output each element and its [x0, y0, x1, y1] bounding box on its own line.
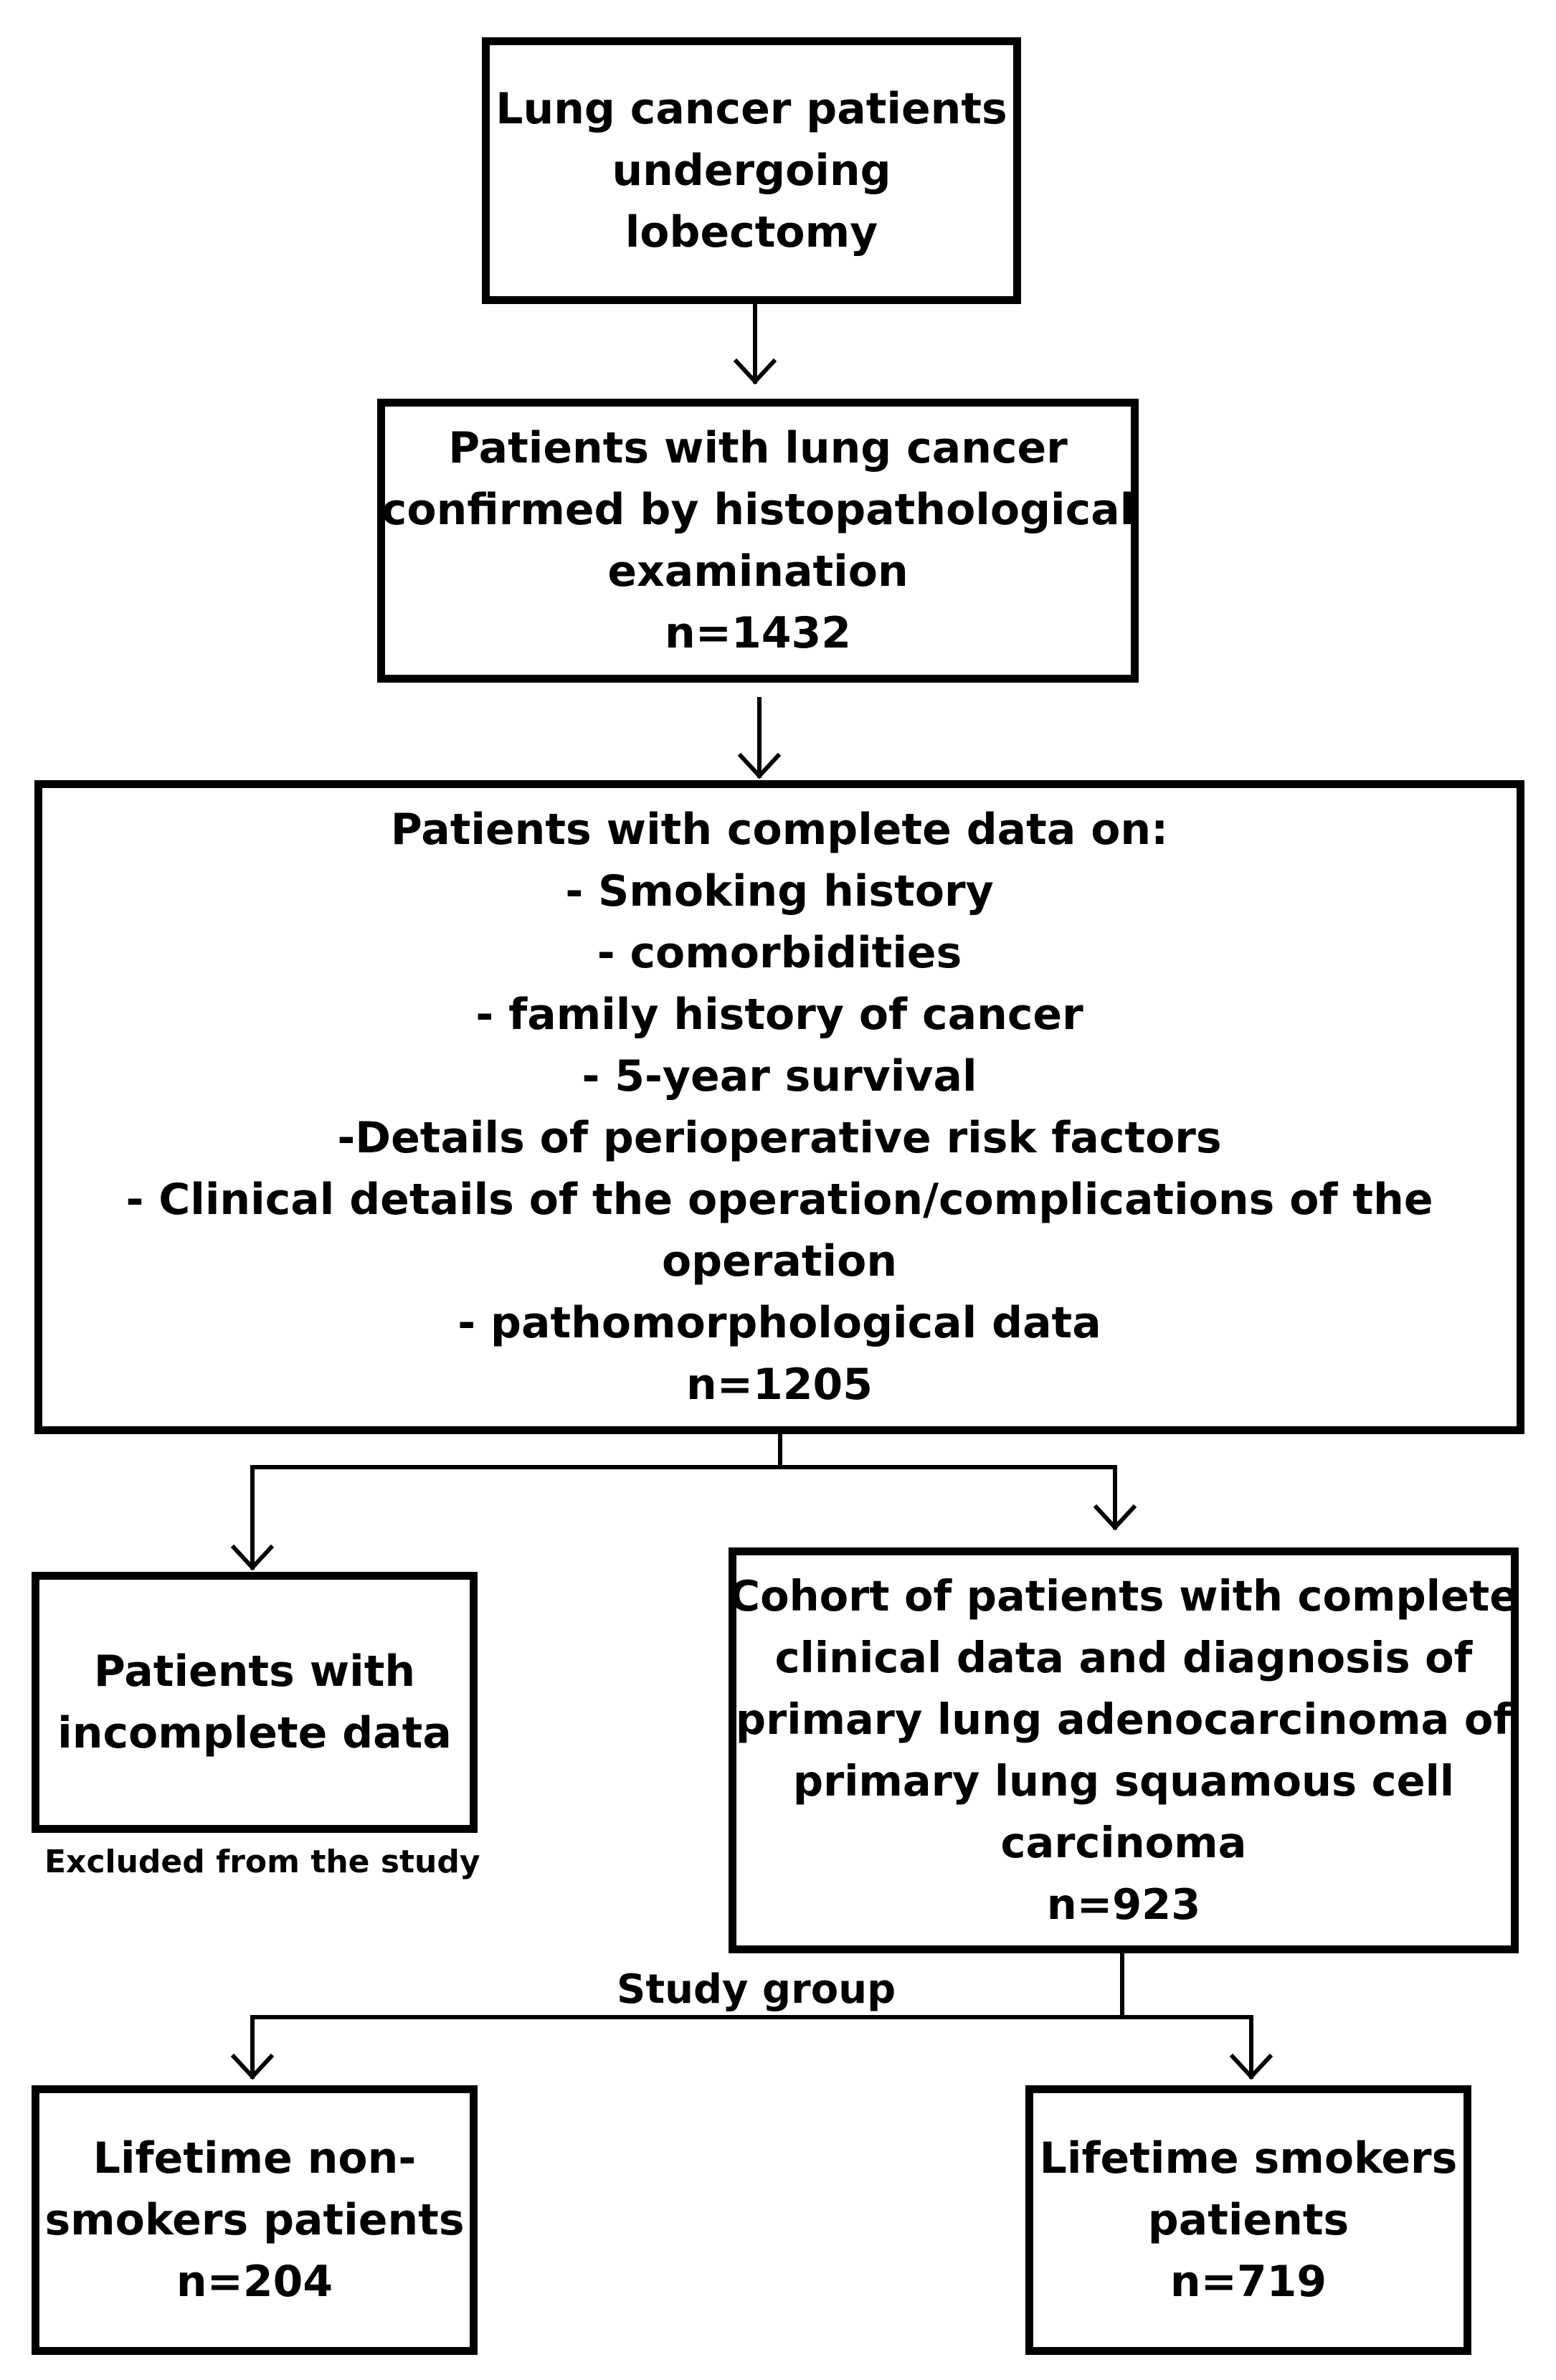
box-text-line: - Clinical details of the operation/comp…	[125, 1175, 1433, 1225]
box-text-line: Lifetime smokers	[1039, 2133, 1458, 2184]
excluded-note: Excluded from the study	[44, 1844, 480, 1880]
box-text-line: Cohort of patients with complete	[729, 1571, 1519, 1621]
box-text-line: undergoing	[612, 146, 891, 196]
box-text-line: - 5-year survival	[582, 1051, 977, 1101]
box-text-line: incomplete data	[57, 1708, 452, 1758]
box-smokers: Lifetime smokers patients n=719	[1025, 2085, 1471, 2355]
box-text-line: Patients with complete data on:	[390, 805, 1169, 855]
box-text-line: Lung cancer patients	[495, 84, 1007, 134]
box-text-line: lobectomy	[625, 207, 878, 257]
box-lobectomy-patients: Lung cancer patients undergoing lobectom…	[482, 37, 1021, 304]
box-incomplete-data: Patients with incomplete data	[32, 1572, 478, 1833]
box-count: n=1205	[686, 1360, 873, 1410]
box-text-line: smokers patients	[44, 2195, 465, 2245]
box-text-line: primary lung adenocarcinoma of	[735, 1694, 1512, 1744]
box-cohort: Cohort of patients with complete clinica…	[729, 1547, 1519, 1953]
box-text-line: operation	[661, 1236, 898, 1286]
box-text-line: Lifetime non-	[92, 2133, 417, 2184]
study-group-label: Study group	[617, 1966, 896, 2013]
box-count: n=719	[1170, 2257, 1327, 2307]
box-count: n=204	[176, 2257, 333, 2307]
box-histopathology-confirmed: Patients with lung cancer confirmed by h…	[377, 399, 1139, 683]
box-text-line: - Smoking history	[565, 866, 994, 916]
box-text-line: carcinoma	[1000, 1818, 1247, 1867]
box-text-line: Patients with lung cancer	[448, 423, 1068, 473]
box-text-line: patients	[1147, 2195, 1349, 2245]
box-text-line: Patients with	[93, 1646, 416, 1697]
box-complete-data: Patients with complete data on: - Smokin…	[34, 780, 1524, 1434]
box-text-line: - family history of cancer	[475, 990, 1083, 1040]
box-text-line: - comorbidities	[597, 928, 962, 978]
box-count: n=1432	[665, 608, 851, 658]
box-non-smokers: Lifetime non- smokers patients n=204	[32, 2085, 478, 2355]
box-text-line: primary lung squamous cell	[792, 1756, 1455, 1806]
box-text-line: examination	[607, 546, 909, 597]
box-count: n=923	[1046, 1879, 1201, 1929]
box-text-line: confirmed by histopathological	[381, 485, 1135, 535]
box-text-line: -Details of perioperative risk factors	[337, 1113, 1222, 1163]
box-text-line: - pathomorphological data	[457, 1298, 1101, 1348]
box-text-line: clinical data and diagnosis of	[774, 1633, 1473, 1682]
